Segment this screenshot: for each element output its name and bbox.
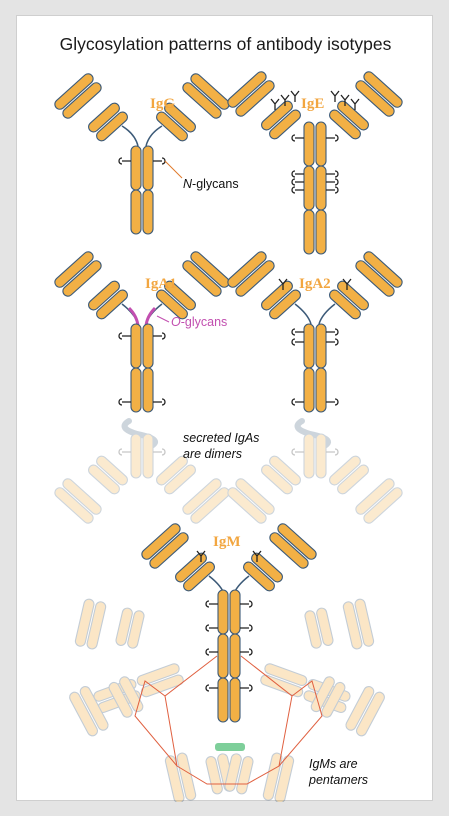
iga2-label: IgA2 bbox=[299, 276, 331, 292]
igg-antibody bbox=[53, 72, 231, 234]
secreted-iga-line1: secreted IgAs bbox=[183, 431, 259, 445]
igm-pentamer-line1: IgMs are bbox=[309, 757, 358, 771]
n-glycans-label: N-glycans bbox=[183, 177, 239, 191]
o-glycans-label: O-glycans bbox=[171, 315, 227, 329]
igm-pentamer-line2: pentamers bbox=[308, 773, 368, 787]
iga1-label: IgA1 bbox=[145, 276, 177, 292]
igm-label: IgM bbox=[213, 534, 241, 550]
iga2-antibody bbox=[226, 250, 404, 412]
j-chain bbox=[215, 743, 245, 751]
figure-card: Glycosylation patterns of antibody isoty… bbox=[16, 15, 433, 801]
antibody-diagram: IgG N-glycans IgE IgA1 bbox=[17, 16, 434, 802]
secreted-iga-line2: are dimers bbox=[183, 447, 242, 461]
igg-label: IgG bbox=[150, 96, 175, 112]
iga1-antibody bbox=[53, 250, 231, 412]
ige-label: IgE bbox=[301, 96, 324, 112]
